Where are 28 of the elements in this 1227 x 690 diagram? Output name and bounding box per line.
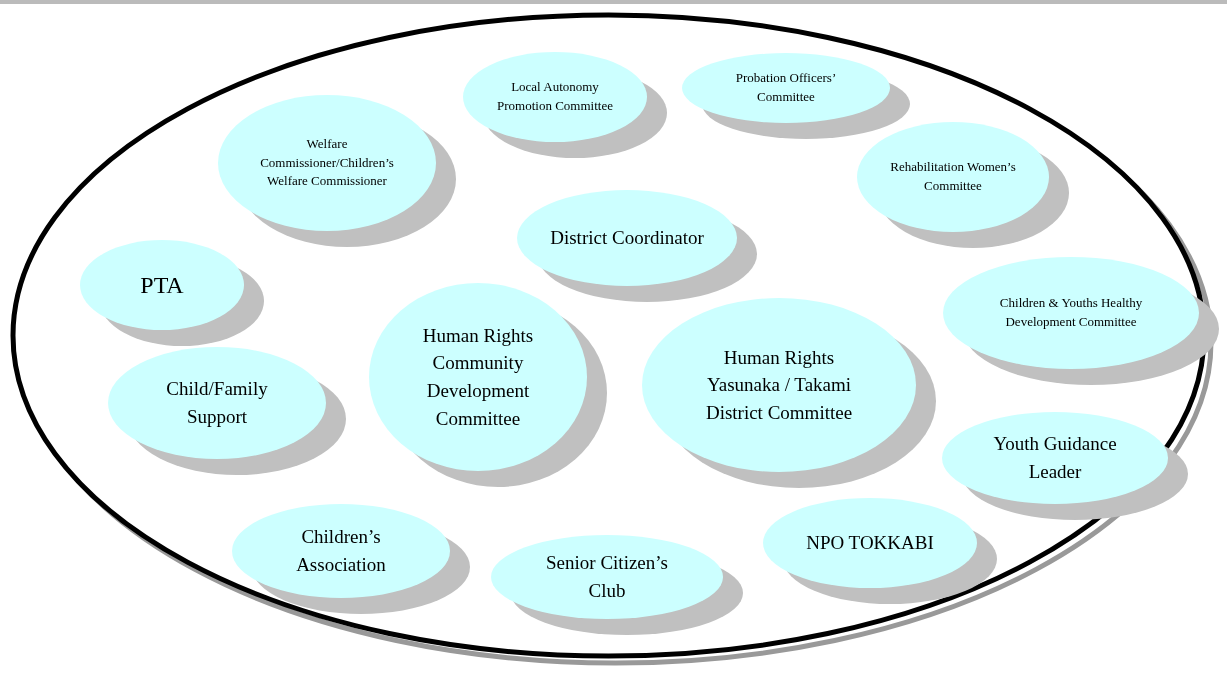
oval-label: PTA (140, 270, 184, 300)
oval-label: Human Rights Yasunaka / Takami District Committee (704, 345, 854, 425)
oval-label: NPO TOKKABI (806, 531, 934, 556)
committee-oval (857, 122, 1069, 248)
committee-oval (682, 53, 910, 139)
oval-label: Welfare Commissioner/Children’s Welfare Commissioner (260, 134, 394, 191)
oval-label: Rehabilitation Women’s Committee (889, 158, 1017, 195)
committee-oval (642, 298, 936, 488)
oval-label: Local Autonomy Promotion Committee (496, 78, 614, 115)
committee-oval (491, 535, 743, 635)
committee-oval (943, 257, 1219, 385)
oval-label: Child/Family Support (165, 377, 269, 429)
committee-oval (942, 412, 1188, 520)
committee-oval (232, 504, 470, 614)
oval-label: Probation Officers’ Committee (734, 69, 838, 106)
committee-oval (218, 95, 456, 247)
committee-oval (763, 498, 997, 604)
oval-label: Children’s Association (295, 525, 387, 577)
committee-oval (463, 52, 667, 158)
committee-oval (517, 190, 757, 302)
oval-label: Youth Guidance Leader (992, 432, 1118, 484)
committee-oval (369, 283, 607, 487)
oval-label: District Coordinator (550, 226, 704, 251)
oval-label: Children & Youths Healthy Development Committee (998, 294, 1144, 331)
committee-oval (80, 240, 264, 346)
oval-label: Senior Citizen’s Club (545, 551, 669, 603)
oval-label: Human Rights Community Development Committee (421, 323, 535, 431)
committee-oval (108, 347, 346, 475)
